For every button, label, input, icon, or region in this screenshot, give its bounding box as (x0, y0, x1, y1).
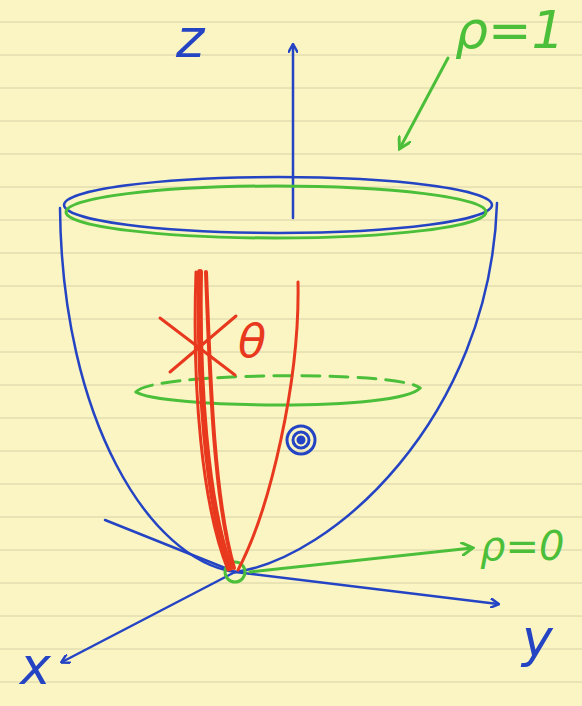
paraboloid-outline (60, 45, 498, 662)
rho-level-circles (66, 58, 486, 582)
theta-meridians (160, 272, 298, 570)
axis-label: y (522, 612, 553, 664)
level-label: ρ=0 (480, 526, 564, 566)
angle-label: θ (238, 318, 266, 364)
axis-label: x (20, 640, 51, 692)
paper-lines (0, 22, 582, 682)
level-label: ρ=1 (455, 4, 565, 56)
point-marker (287, 426, 315, 454)
axis-label: z (176, 12, 204, 66)
